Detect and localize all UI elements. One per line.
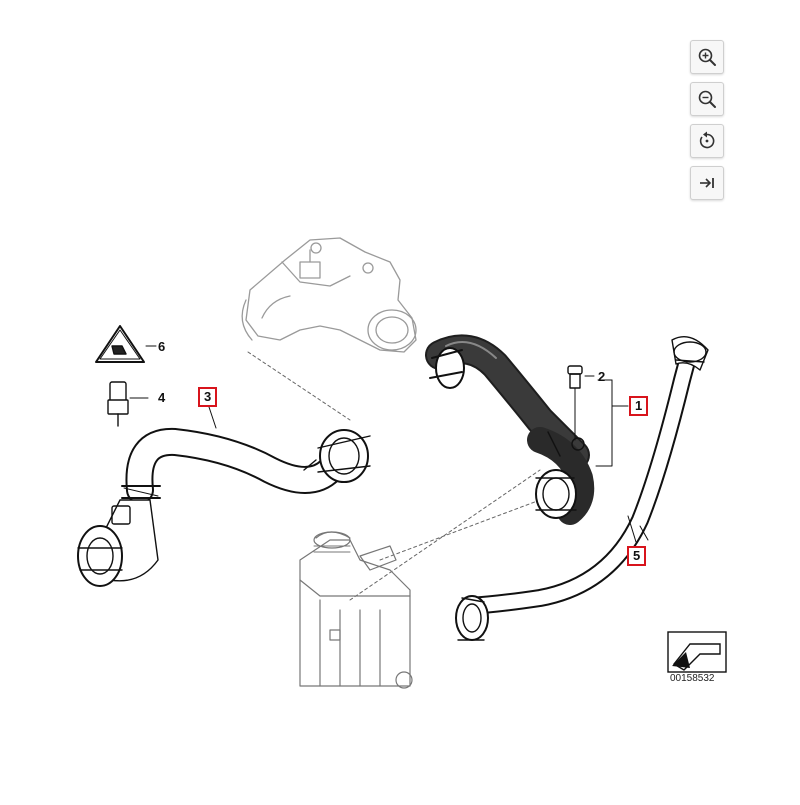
zoom-out-button[interactable]	[690, 82, 724, 116]
callout-6[interactable]: 6	[158, 339, 166, 354]
callout-leaders	[207, 403, 637, 543]
arrow-right-bar-icon	[700, 178, 714, 188]
callout-1[interactable]: 1	[629, 396, 649, 416]
callout-4[interactable]: 4	[158, 390, 166, 405]
bolt-2	[567, 365, 595, 441]
zoom-in-button[interactable]	[690, 40, 724, 74]
thermostat-housing	[241, 237, 417, 353]
warning-triangle-6	[95, 325, 157, 363]
callout-2[interactable]: 2	[598, 369, 606, 384]
diagram-id-pictogram	[667, 631, 727, 673]
rotate-reset-icon	[699, 131, 715, 149]
callout-3[interactable]: 3	[198, 387, 218, 407]
callout-5[interactable]: 5	[627, 546, 647, 566]
zoom-in-icon	[698, 48, 716, 66]
zoom-out-icon	[698, 90, 716, 108]
hose-3	[77, 428, 371, 587]
reset-rotate-button[interactable]	[690, 124, 724, 158]
sensor-4	[107, 381, 149, 427]
leader-lines	[247, 351, 541, 601]
viewer-toolbar	[690, 40, 724, 200]
expansion-tank	[299, 531, 413, 689]
fit-to-width-button[interactable]	[690, 166, 724, 200]
callout-1-bracket	[595, 379, 629, 467]
hose-1	[425, 334, 595, 525]
diagram-id-label: 00158532	[670, 673, 715, 684]
hose-5	[455, 336, 709, 641]
